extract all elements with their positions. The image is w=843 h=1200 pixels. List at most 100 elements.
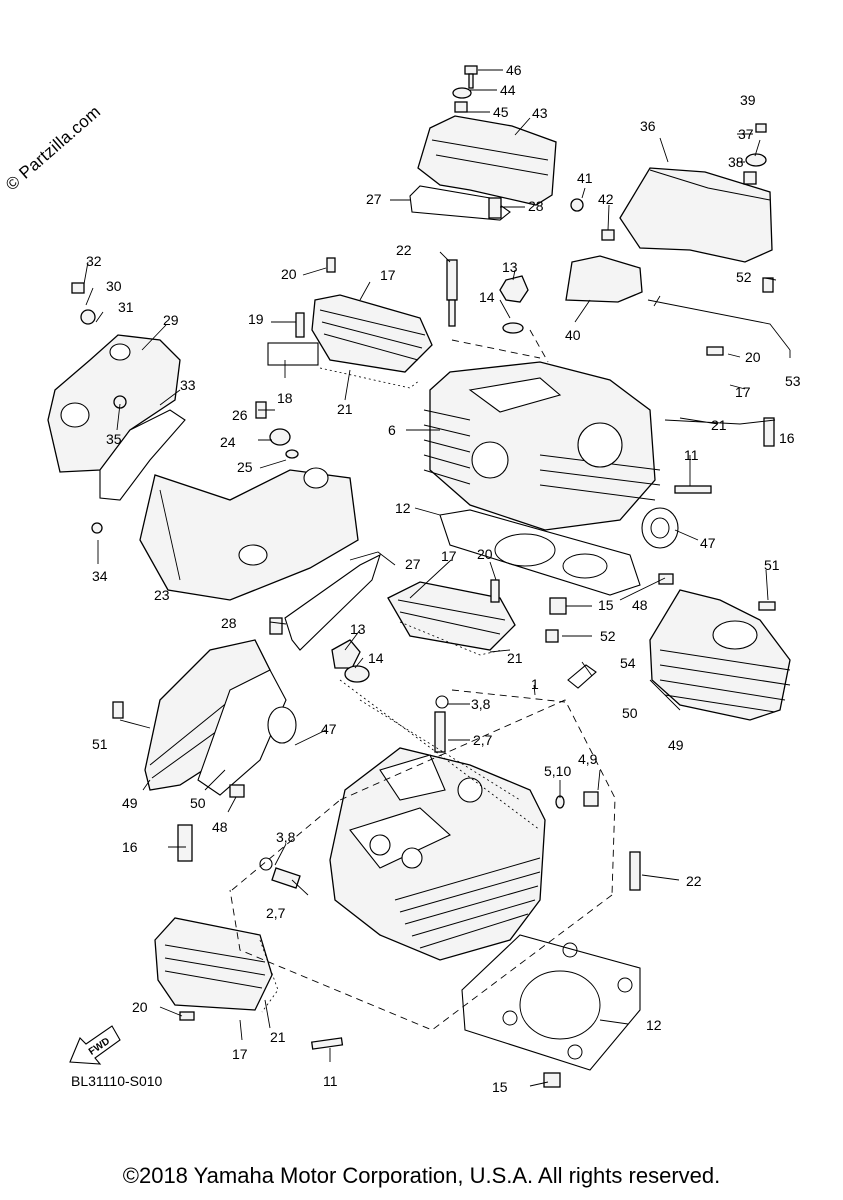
callout-21: 21 bbox=[337, 401, 353, 417]
cylinder-side-cover-49-right bbox=[649, 589, 791, 721]
rocker-cover-upper-17 bbox=[267, 257, 433, 389]
callout-38: 38 bbox=[728, 154, 744, 170]
callout-17: 17 bbox=[441, 548, 457, 564]
callout-labels: 46 44 45 43 27 28 39 37 38 36 41 42 32 3… bbox=[86, 62, 801, 1095]
callout-29: 29 bbox=[163, 312, 179, 328]
callout-33: 33 bbox=[180, 377, 196, 393]
callout-36: 36 bbox=[640, 118, 656, 134]
callout-49: 49 bbox=[668, 737, 684, 753]
head-gasket-12-bottom bbox=[461, 934, 641, 1071]
callout-25: 25 bbox=[237, 459, 253, 475]
nut-13-washer-14-mid bbox=[331, 639, 370, 683]
callout-28: 28 bbox=[221, 615, 237, 631]
callout-11: 11 bbox=[684, 447, 699, 463]
callout-2-7: 2,7 bbox=[266, 905, 286, 921]
callout-40: 40 bbox=[565, 327, 581, 343]
rocker-cover-lower-17 bbox=[154, 917, 279, 1021]
callout-17: 17 bbox=[380, 267, 396, 283]
rear-head-cover-43 bbox=[409, 115, 557, 221]
callout-27: 27 bbox=[366, 191, 382, 207]
callout-37: 37 bbox=[738, 126, 754, 142]
callout-26: 26 bbox=[232, 407, 248, 423]
diagram-code: BL31110-S010 bbox=[71, 1073, 163, 1089]
callout-30: 30 bbox=[106, 278, 122, 294]
callout-39: 39 bbox=[740, 92, 756, 108]
nut-13-washer-14-top bbox=[499, 275, 529, 334]
callout-15: 15 bbox=[598, 597, 614, 613]
leader-lines bbox=[83, 69, 791, 1087]
head-gasket-12-top bbox=[439, 509, 641, 596]
callout-13: 13 bbox=[350, 621, 366, 637]
callout-21: 21 bbox=[507, 650, 523, 666]
callout-53: 53 bbox=[785, 373, 801, 389]
callout-45: 45 bbox=[493, 104, 509, 120]
callout-21: 21 bbox=[711, 417, 727, 433]
callout-16: 16 bbox=[122, 839, 138, 855]
callout-27: 27 bbox=[405, 556, 421, 572]
callout-6: 6 bbox=[388, 422, 396, 438]
callout-48: 48 bbox=[212, 819, 228, 835]
fwd-arrow-icon: FWD bbox=[69, 1025, 121, 1065]
rocker-cover-middle-17 bbox=[387, 581, 516, 656]
callout-34: 34 bbox=[92, 568, 108, 584]
callout-13: 13 bbox=[502, 259, 518, 275]
callout-14: 14 bbox=[368, 650, 384, 666]
callout-19: 19 bbox=[248, 311, 264, 327]
copyright-notice: ©2018 Yamaha Motor Corporation, U.S.A. A… bbox=[122, 1163, 721, 1188]
misc-bolts bbox=[112, 197, 776, 871]
callout-20: 20 bbox=[745, 349, 761, 365]
callout-12: 12 bbox=[646, 1017, 662, 1033]
callout-22: 22 bbox=[396, 242, 412, 258]
callout-24: 24 bbox=[220, 434, 236, 450]
callout-47: 47 bbox=[321, 721, 337, 737]
callout-5-10: 5,10 bbox=[544, 763, 571, 779]
callout-3-8: 3,8 bbox=[276, 829, 296, 845]
callout-46: 46 bbox=[506, 62, 522, 78]
callout-17: 17 bbox=[735, 384, 751, 400]
callout-11: 11 bbox=[323, 1073, 338, 1089]
callout-1: 1 bbox=[531, 676, 539, 692]
dowel-15-bottom bbox=[543, 1072, 561, 1088]
callout-54: 54 bbox=[620, 655, 636, 671]
callout-20: 20 bbox=[281, 266, 297, 282]
callout-51: 51 bbox=[92, 736, 108, 752]
bolt-stack-46 bbox=[452, 65, 478, 113]
callout-17: 17 bbox=[232, 1046, 248, 1062]
callout-15: 15 bbox=[492, 1079, 508, 1095]
bracket-33 bbox=[91, 395, 186, 534]
callout-21: 21 bbox=[270, 1029, 286, 1045]
callout-44: 44 bbox=[500, 82, 516, 98]
cylinder-side-cover-49-left bbox=[144, 639, 297, 796]
callout-2-7: 2,7 bbox=[473, 732, 493, 748]
rear-cylinder-head-6 bbox=[423, 361, 661, 531]
callout-50: 50 bbox=[190, 795, 206, 811]
callout-32: 32 bbox=[86, 253, 102, 269]
assembly-dashed-lines bbox=[229, 329, 616, 1031]
callout-42: 42 bbox=[598, 191, 614, 207]
callout-3-8: 3,8 bbox=[471, 696, 491, 712]
callout-12: 12 bbox=[395, 500, 411, 516]
stud-11-top bbox=[674, 485, 712, 494]
callout-50: 50 bbox=[622, 705, 638, 721]
callout-18: 18 bbox=[277, 390, 293, 406]
plug-4-9-washer-5-10 bbox=[555, 791, 599, 809]
dowel-15-top bbox=[549, 597, 567, 615]
spark-plug-22-bottom bbox=[629, 851, 641, 891]
callout-35: 35 bbox=[106, 431, 122, 447]
callout-28: 28 bbox=[528, 198, 544, 214]
callout-51: 51 bbox=[764, 557, 780, 573]
front-cylinder-head-bottom bbox=[329, 747, 546, 961]
callout-52: 52 bbox=[600, 628, 616, 644]
callout-14: 14 bbox=[479, 289, 495, 305]
callout-48: 48 bbox=[632, 597, 648, 613]
callout-20: 20 bbox=[477, 546, 493, 562]
front-head-cover-36 bbox=[619, 123, 773, 263]
callout-22: 22 bbox=[686, 873, 702, 889]
stud-11-bottom bbox=[310, 1037, 344, 1050]
callout-16: 16 bbox=[779, 430, 795, 446]
callout-20: 20 bbox=[132, 999, 148, 1015]
gasket-47-top bbox=[641, 507, 679, 549]
callout-4-9: 4,9 bbox=[578, 751, 598, 767]
callout-49: 49 bbox=[122, 795, 138, 811]
